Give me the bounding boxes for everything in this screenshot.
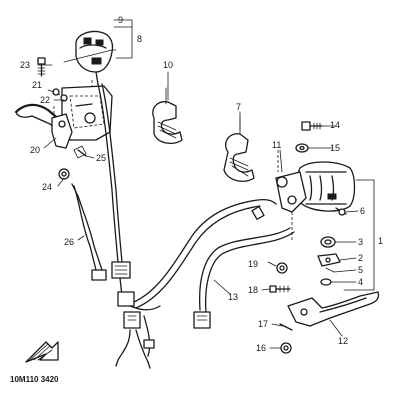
callout-14: 14 bbox=[330, 120, 340, 130]
parts-2-3-4-5 bbox=[317, 236, 341, 286]
callout-25: 25 bbox=[96, 153, 106, 163]
cable-clamp-7 bbox=[223, 117, 255, 182]
callout-26: 26 bbox=[64, 237, 74, 247]
lower-switch-body bbox=[61, 85, 113, 141]
screw-25 bbox=[73, 145, 87, 159]
callout-16: 16 bbox=[256, 343, 266, 353]
front-arrow-icon bbox=[25, 341, 59, 363]
callout-24: 24 bbox=[42, 182, 52, 192]
callout-9: 9 bbox=[118, 15, 123, 25]
right-switch-body bbox=[296, 161, 356, 212]
connector-cluster bbox=[115, 291, 161, 369]
screw-19 bbox=[276, 262, 288, 274]
throttle-cable-13 bbox=[133, 198, 277, 309]
callout-2: 2 bbox=[358, 253, 363, 263]
callout-17: 17 bbox=[258, 319, 268, 329]
nut-16 bbox=[280, 342, 292, 354]
drawing-code: 10M110 3420 bbox=[10, 375, 59, 384]
callout-labels: 1 2 3 4 5 6 7 8 9 10 11 12 13 14 15 16 1… bbox=[20, 15, 383, 353]
callout-22: 22 bbox=[40, 95, 50, 105]
leader-lines bbox=[37, 19, 359, 349]
brake-lever-12 bbox=[287, 291, 380, 327]
bracket-1 bbox=[343, 179, 375, 291]
bracket-8-9 bbox=[63, 26, 133, 63]
cable-26 bbox=[71, 183, 107, 281]
bolt-23 bbox=[37, 57, 46, 77]
callout-7: 7 bbox=[236, 102, 241, 112]
callout-8: 8 bbox=[137, 34, 142, 44]
nut-24 bbox=[58, 168, 70, 180]
switch-bracket-11 bbox=[275, 150, 307, 240]
bolt-14 bbox=[301, 121, 323, 131]
callout-21: 21 bbox=[32, 80, 42, 90]
callout-20: 20 bbox=[30, 145, 40, 155]
callout-4: 4 bbox=[358, 277, 363, 287]
cotter-17 bbox=[279, 323, 293, 331]
callout-23: 23 bbox=[20, 60, 30, 70]
screw-18 bbox=[269, 285, 291, 293]
callout-1: 1 bbox=[378, 236, 383, 246]
callout-6: 6 bbox=[360, 206, 365, 216]
cable-clamp-10 bbox=[152, 87, 183, 145]
callout-3: 3 bbox=[358, 237, 363, 247]
harness-lower-right bbox=[193, 227, 295, 329]
callout-11: 11 bbox=[272, 140, 281, 150]
left-harness bbox=[97, 83, 131, 297]
callout-12: 12 bbox=[338, 336, 348, 346]
callout-10: 10 bbox=[163, 60, 173, 70]
callout-5: 5 bbox=[358, 265, 363, 275]
washer-15 bbox=[295, 143, 309, 153]
callout-13: 13 bbox=[228, 292, 238, 302]
callout-15: 15 bbox=[330, 143, 340, 153]
clutch-lever-20 bbox=[14, 103, 73, 149]
callout-18: 18 bbox=[248, 285, 258, 295]
screw-6 bbox=[335, 207, 347, 216]
callout-19: 19 bbox=[248, 259, 258, 269]
